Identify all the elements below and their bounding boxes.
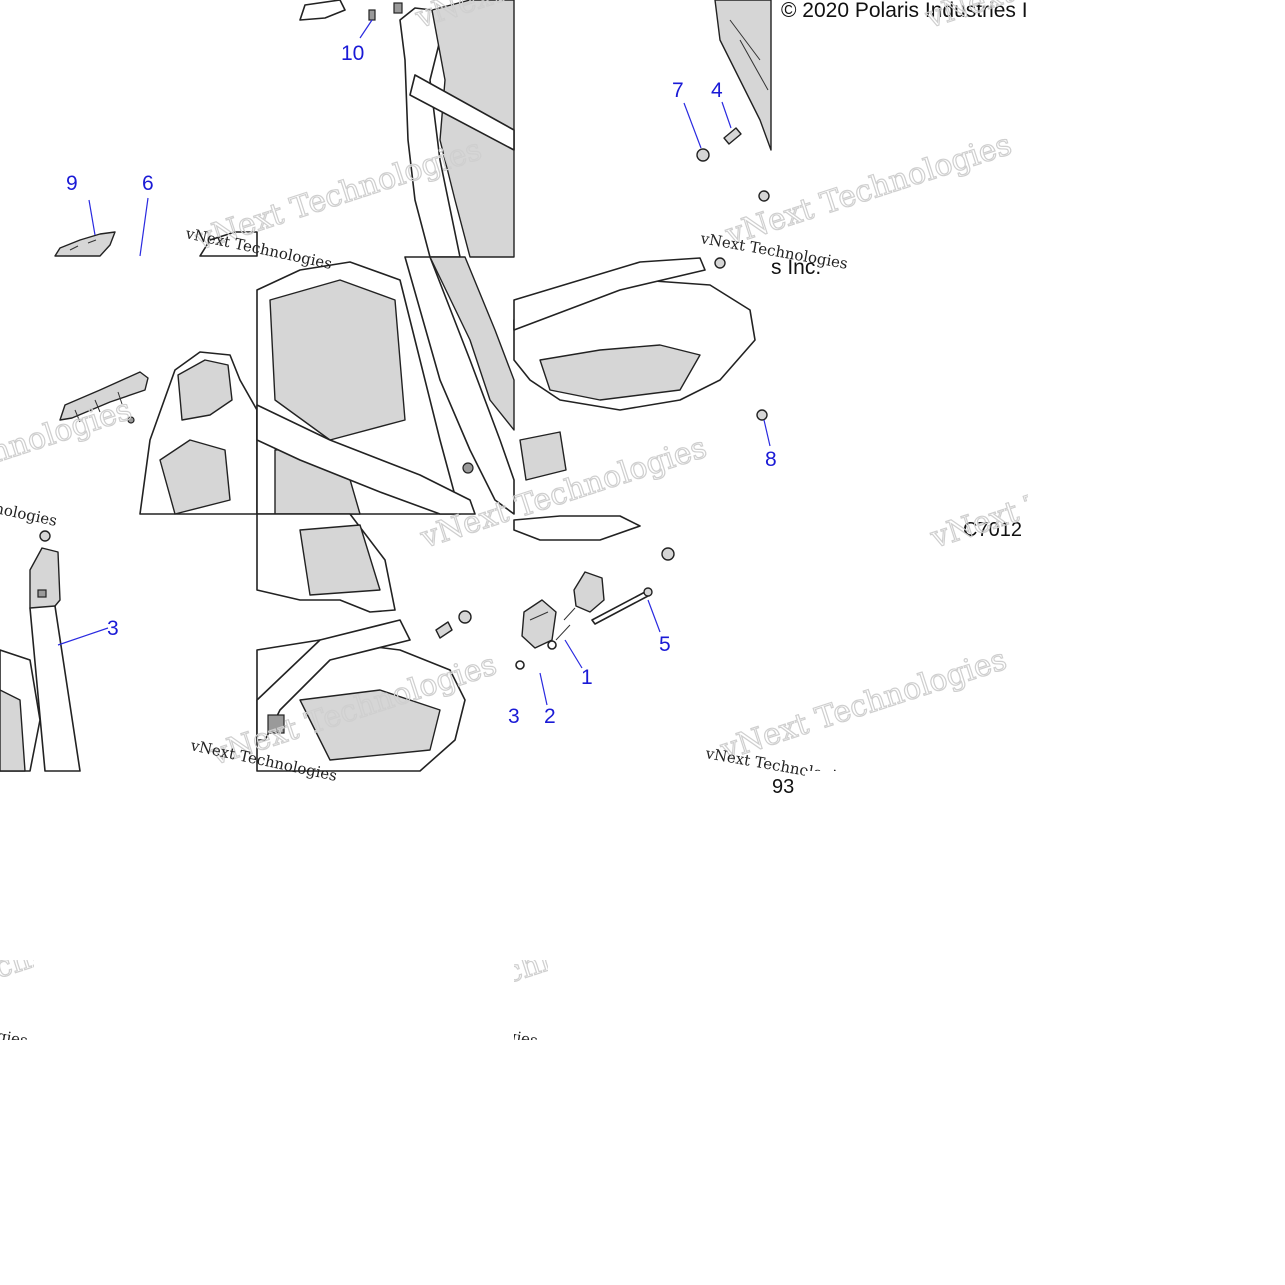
belt-strap-lower — [29, 605, 81, 772]
seat-back-upper-center — [399, 7, 461, 258]
part-10-screw — [368, 9, 376, 21]
callout-5: 5 — [659, 633, 671, 656]
belt-strap-shoulder — [409, 74, 515, 151]
nut-left — [458, 610, 472, 624]
tile-top-right — [683, 0, 772, 202]
tile-bottom-left — [0, 530, 109, 772]
callout-3-fragment: 3 — [508, 705, 520, 728]
watermark-big-5: vNext Technologies — [0, 392, 136, 518]
anchor-nut — [39, 530, 51, 542]
tile-mid-left — [59, 351, 258, 515]
tile-top-center — [299, 0, 515, 258]
callout-2: 2 — [544, 705, 556, 728]
code-number-fragment: 93 — [772, 776, 794, 798]
tile-bottom-center-right — [513, 515, 675, 706]
watermark-small-5: vNext Technologies — [0, 481, 59, 530]
belt-strap-lap — [256, 404, 476, 515]
callout-7: 7 — [672, 79, 684, 102]
part-7-nut — [696, 148, 710, 162]
callout-10: 10 — [341, 42, 364, 65]
belt-buckle-receiver — [519, 431, 567, 481]
watermark-big-9: vNext Technologies — [716, 642, 1011, 768]
part-6-seat-edge — [199, 231, 258, 257]
lap-belt-lower — [256, 619, 411, 741]
belt-strap-vertical — [404, 256, 515, 515]
nut-top — [661, 547, 675, 561]
part-9-handle-bracket — [54, 231, 116, 257]
callout-1: 1 — [581, 666, 593, 689]
copyright-text: © 2020 Polaris Industries Inc. — [781, 0, 1056, 22]
retractor-housing — [714, 0, 772, 151]
callout-6: 6 — [142, 172, 154, 195]
callout-3: 3 — [107, 617, 119, 640]
callout-9: 9 — [66, 172, 78, 195]
part-8-nut — [756, 409, 768, 421]
tile-center — [256, 256, 515, 515]
bolt-left — [435, 621, 453, 639]
copyright-fragment: s Inc. — [771, 256, 821, 279]
callout-8: 8 — [765, 448, 777, 471]
callout-4: 4 — [711, 79, 723, 102]
tile-top-left — [54, 197, 258, 257]
tile-center-right — [513, 257, 771, 481]
tile-bottom-center — [256, 513, 472, 772]
part-1-buckle — [573, 571, 605, 613]
diagram-code: C7012 — [963, 519, 1022, 541]
belt-anchor-plate — [29, 547, 61, 613]
part-4-bolt — [723, 127, 742, 145]
grab-handle — [59, 371, 149, 421]
